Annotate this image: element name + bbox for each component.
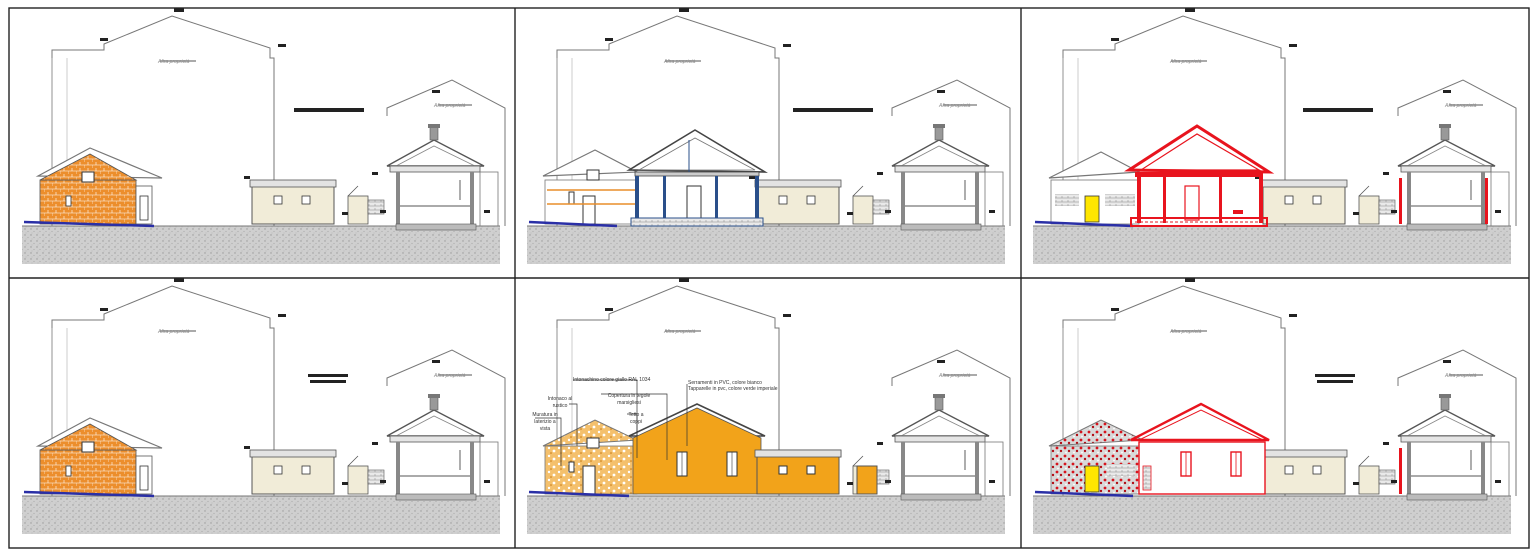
- panel-3: [1032, 7, 1517, 265]
- panel-5: [526, 277, 1011, 535]
- panel-2: [526, 7, 1011, 265]
- panel-6: [1032, 277, 1517, 535]
- panel-4: [21, 277, 506, 535]
- panel-1: [21, 7, 506, 265]
